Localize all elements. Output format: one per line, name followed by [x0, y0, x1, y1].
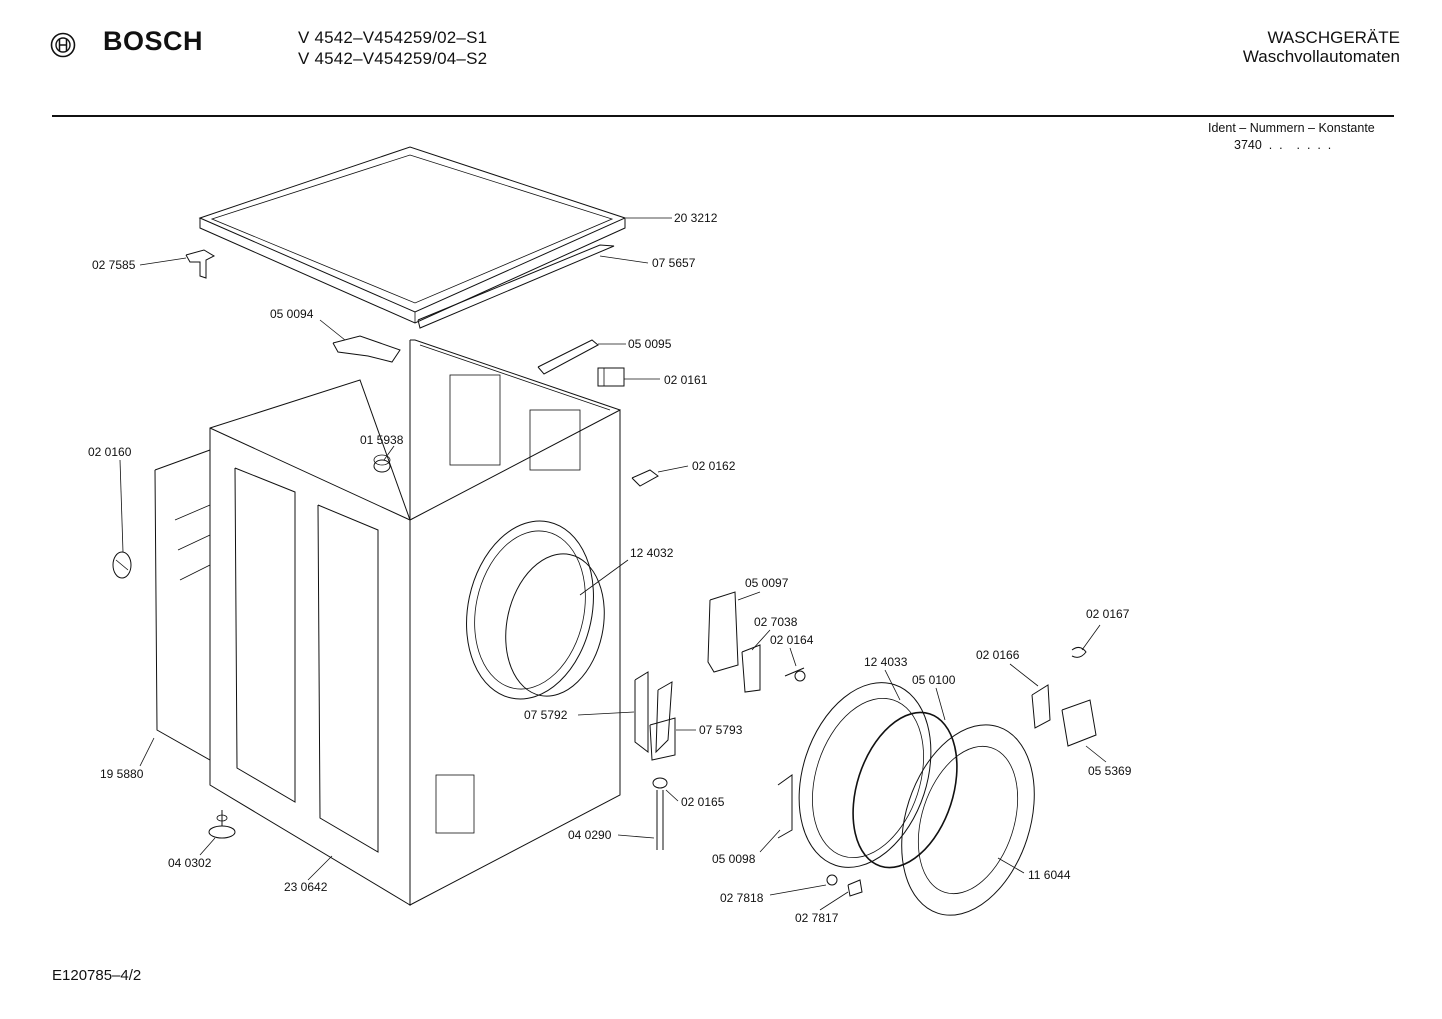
part-label: 07 5657: [652, 256, 696, 270]
part-label: 02 0162: [692, 459, 736, 473]
bosch-logo-icon: [50, 32, 76, 58]
part-label: 07 5793: [699, 723, 743, 737]
part-label: 02 7038: [754, 615, 798, 629]
leader-lines: [119, 217, 1107, 911]
small-brackets-drawing: [332, 335, 659, 487]
part-label: 20 3212: [674, 211, 718, 225]
part-label: 02 0165: [681, 795, 725, 809]
rear-panel-drawing: [154, 449, 211, 761]
part-label: 23 0642: [284, 880, 328, 894]
header-divider: [52, 115, 1394, 117]
part-label: 12 4033: [864, 655, 908, 669]
drawing-code: E120785–4/2: [52, 967, 142, 984]
category-title: WASCHGERÄTE: [1267, 28, 1400, 47]
part-label: 02 7817: [795, 911, 839, 925]
part-label: 19 5880: [100, 767, 144, 781]
part-label: 05 0094: [270, 307, 314, 321]
shock-absorber-drawing: [652, 777, 668, 850]
part-label: 02 0164: [770, 633, 814, 647]
ident-value: 3740 . . . . . .: [1234, 138, 1332, 152]
part-label: 02 0160: [88, 445, 132, 459]
door-handle-drawing: [1031, 646, 1097, 747]
ident-label: Ident – Nummern – Konstante: [1208, 121, 1375, 135]
part-label: 02 0161: [664, 373, 708, 387]
brand-name: BOSCH: [103, 26, 204, 56]
cap-drawing: [373, 454, 391, 473]
bracket-drawing: [185, 249, 216, 279]
part-labels: 20 3212 07 5657 02 7585 05 0094 05 0095 …: [88, 211, 1132, 925]
part-label: 05 0097: [745, 576, 789, 590]
category-subtitle: Waschvollautomaten: [1242, 47, 1400, 66]
part-label: 02 7585: [92, 258, 136, 272]
part-label: 05 0098: [712, 852, 756, 866]
part-label: 04 0290: [568, 828, 612, 842]
part-label: 11 6044: [1028, 868, 1071, 882]
hinge-drawing: [634, 671, 676, 761]
part-label: 02 0166: [976, 648, 1020, 662]
model-number-line: V 4542–V454259/04–S2: [298, 49, 488, 68]
door-assembly-drawing: [777, 682, 1035, 916]
top-cover-drawing: [198, 146, 627, 329]
cabinet-drawing: [209, 339, 621, 906]
model-number-line: V 4542–V454259/02–S1: [298, 28, 488, 47]
adjustable-foot-drawing: [208, 810, 236, 839]
part-label: 05 0100: [912, 673, 956, 687]
part-label: 07 5792: [524, 708, 568, 722]
plug-drawing: [112, 551, 132, 579]
part-label: 05 5369: [1088, 764, 1132, 778]
part-label: 05 0095: [628, 337, 672, 351]
part-label: 04 0302: [168, 856, 212, 870]
part-label: 02 7818: [720, 891, 764, 905]
part-label: 01 5938: [360, 433, 404, 447]
part-label: 12 4032: [630, 546, 674, 560]
part-label: 02 0167: [1086, 607, 1130, 621]
